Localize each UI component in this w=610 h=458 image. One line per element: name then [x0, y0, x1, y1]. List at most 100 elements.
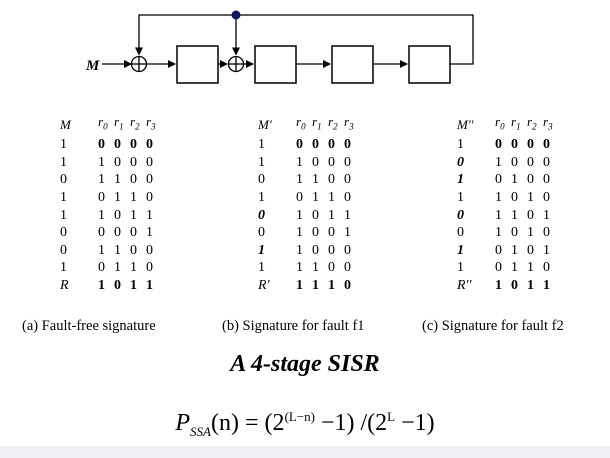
cell: 0 [344, 242, 351, 258]
register-stage-r0 [176, 45, 219, 84]
cell: 0 [328, 154, 335, 170]
header-r2: r2 [130, 114, 140, 132]
cell: 0 [527, 242, 534, 258]
cell: 1 [146, 277, 153, 293]
faulty-bit: 1 [457, 172, 464, 188]
cell: 0 [130, 242, 137, 258]
cell: 1 [495, 189, 502, 205]
header-r0: r0 [296, 114, 306, 132]
cell: 1 [511, 172, 518, 188]
input-label-m: M [85, 58, 100, 74]
cell: 0 [114, 154, 121, 170]
cell: 1 [98, 207, 105, 223]
cell: 1 [511, 242, 518, 258]
signature-label: R [60, 277, 69, 293]
cell: 1 [258, 189, 265, 205]
cell: 0 [328, 225, 335, 241]
cell: 1 [60, 154, 67, 170]
cell: 0 [328, 137, 335, 153]
cell: 1 [114, 189, 121, 205]
cell: 1 [511, 207, 518, 223]
caption-c: (c) Signature for fault f2 [422, 318, 564, 334]
cell: 0 [328, 172, 335, 188]
cell: 1 [296, 154, 303, 170]
caption-a: (a) Fault-free signature [22, 318, 156, 334]
cell: 0 [495, 172, 502, 188]
cell: 1 [114, 260, 121, 276]
cell: 0 [543, 225, 550, 241]
cell: 1 [258, 260, 265, 276]
formula-mid: −1) /(2 [314, 410, 388, 436]
cell: 0 [146, 137, 153, 153]
cell: 0 [114, 137, 121, 153]
cell: 1 [296, 242, 303, 258]
cell: 0 [130, 172, 137, 188]
cell: 0 [344, 277, 351, 293]
cell: 1 [328, 189, 335, 205]
cell: 0 [511, 154, 518, 170]
feedback-line [135, 14, 474, 65]
cell: 1 [527, 189, 534, 205]
cell: 0 [543, 137, 550, 153]
caption-b: (b) Signature for fault f1 [222, 318, 365, 334]
header-r3: r3 [344, 114, 354, 132]
cell: 1 [130, 189, 137, 205]
signature-label: R'' [457, 277, 472, 293]
diagram-title: A 4-stage SISR [230, 351, 380, 377]
faulty-bit: 1 [457, 242, 464, 258]
cell: 0 [495, 242, 502, 258]
cell: 0 [527, 172, 534, 188]
register-stage-r1 [254, 45, 297, 84]
formula-arg: (n) = (2 [211, 410, 285, 436]
cell: 1 [312, 172, 319, 188]
cell: 0 [60, 172, 67, 188]
cell: 0 [146, 154, 153, 170]
cell: 0 [296, 189, 303, 205]
table-header-row: M'' r0 r1 r2 r3 [457, 113, 559, 136]
cell: 0 [543, 154, 550, 170]
cell: 0 [130, 225, 137, 241]
cell: 1 [114, 242, 121, 258]
cell: 0 [495, 260, 502, 276]
cell: 1 [312, 260, 319, 276]
cell: 0 [258, 225, 265, 241]
cell: 0 [146, 189, 153, 205]
cell: 1 [98, 242, 105, 258]
cell: 1 [146, 225, 153, 241]
cell: 0 [344, 189, 351, 205]
header-r1: r1 [312, 114, 322, 132]
cell: 0 [98, 189, 105, 205]
cell: 1 [296, 277, 303, 293]
cell: 1 [511, 260, 518, 276]
header-m-double-prime: M'' [457, 116, 474, 132]
cell: 1 [60, 137, 67, 153]
header-r0: r0 [495, 114, 505, 132]
cell: 1 [258, 154, 265, 170]
faulty-bit: 0 [457, 207, 464, 223]
cell: 0 [312, 154, 319, 170]
cell: 1 [296, 207, 303, 223]
cell: 0 [114, 277, 121, 293]
signature-label: R' [258, 277, 270, 293]
cell: 0 [130, 154, 137, 170]
register-stage-r3 [408, 45, 451, 84]
cell: 1 [130, 207, 137, 223]
table-header-row: M r0 r1 r2 r3 [60, 113, 162, 136]
cell: 1 [60, 260, 67, 276]
cell: 0 [114, 225, 121, 241]
cell: 0 [511, 137, 518, 153]
bottom-band [0, 446, 610, 458]
cell: 1 [98, 277, 105, 293]
cell: 0 [527, 137, 534, 153]
